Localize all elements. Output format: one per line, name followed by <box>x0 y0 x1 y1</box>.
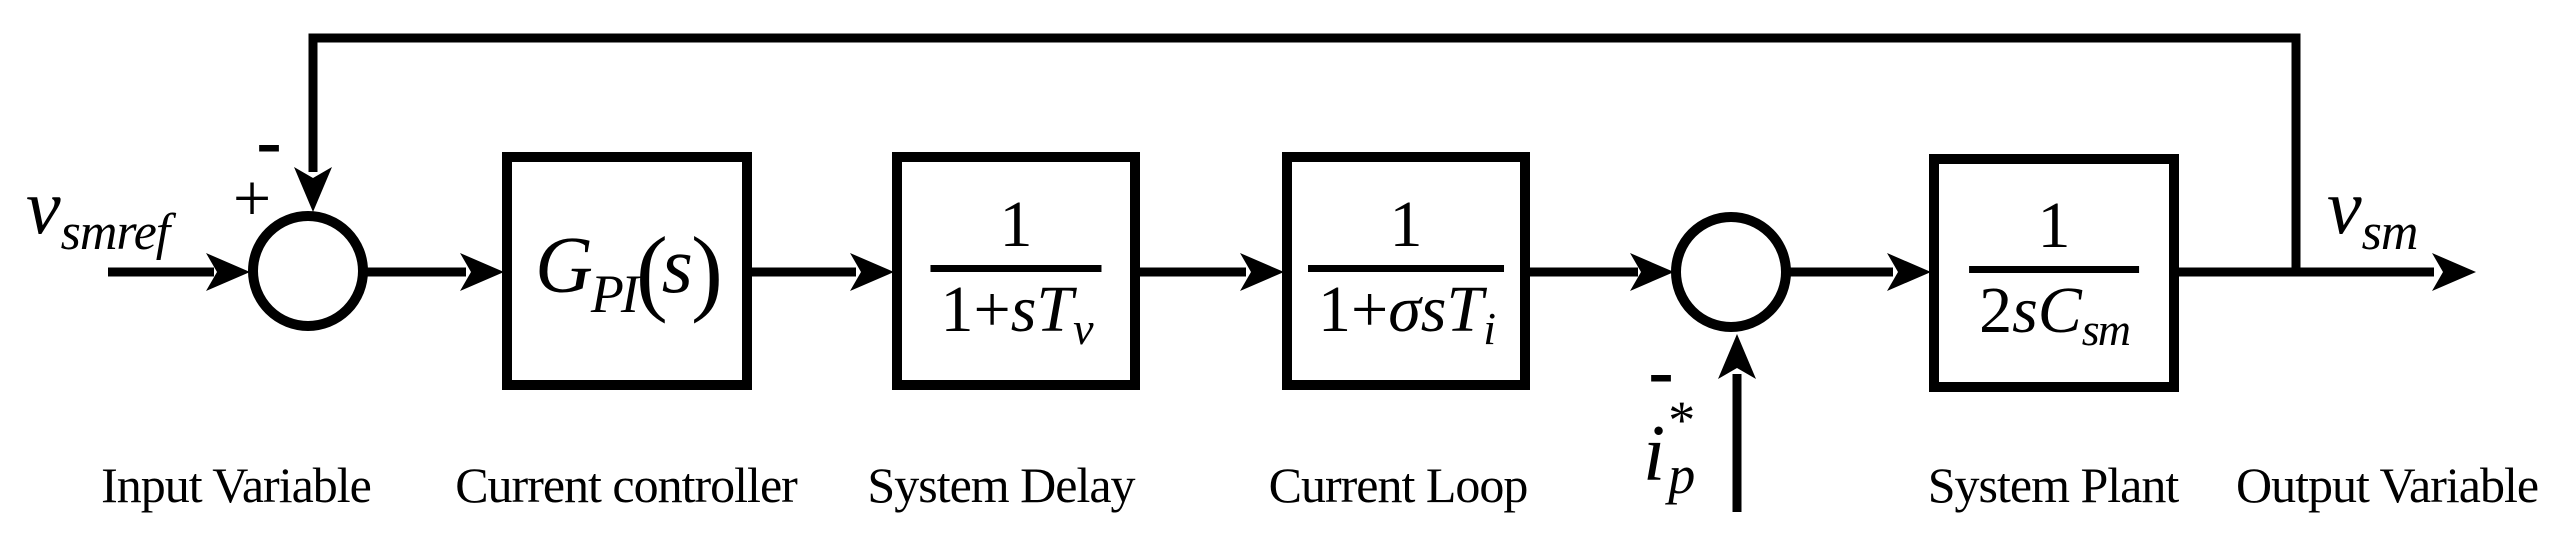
sum2-minus-sign: - <box>1648 329 1674 413</box>
output-arrowhead-icon <box>2432 253 2476 291</box>
formula-system-delay-numerator: 1 <box>999 188 1033 261</box>
den-prefix: 1+ <box>940 273 1011 346</box>
caption-output-variable: Output Variable <box>2235 457 2539 513</box>
output-signal-subscript: sm <box>2361 204 2419 261</box>
input-signal-label: vsmref <box>26 168 171 261</box>
caption-current-loop: Current Loop <box>1268 457 1529 513</box>
den-variable: σsT <box>1388 273 1484 346</box>
output-signal-base: v <box>2327 163 2362 250</box>
formula-gpi-base: G <box>535 222 593 310</box>
feedback-line <box>308 33 2301 272</box>
block2-to-block3-arrowhead-icon <box>1240 253 1284 291</box>
feedback-arrowhead-icon <box>294 167 332 212</box>
formula-gpi-subscript: PI <box>590 264 639 324</box>
block3-to-sum2-arrowhead-icon <box>1630 253 1674 291</box>
formula-system-delay-denominator: 1+sTv <box>940 277 1093 354</box>
block-current-controller <box>502 152 752 390</box>
input-arrowhead-icon <box>206 253 250 291</box>
formula-system-delay: 1 1+sTv <box>930 188 1102 354</box>
formula-system-plant-denominator: 2sCsm <box>1979 278 2131 355</box>
disturbance-signal-label: i * p <box>1643 390 1696 505</box>
caption-current-controller: Current controller <box>455 457 798 513</box>
disturbance-subscript: p <box>1668 444 1696 505</box>
caption-system-delay: System Delay <box>867 457 1135 513</box>
disturbance-arrowhead-icon <box>1718 334 1756 379</box>
input-signal-base: v <box>26 163 61 250</box>
caption-input-variable: Input Variable <box>101 457 372 513</box>
block-system-plant <box>1929 154 2179 392</box>
sum2-to-block4-arrowhead-icon <box>1887 253 1931 291</box>
block-system-delay <box>892 152 1140 390</box>
fraction-bar <box>930 265 1102 272</box>
formula-gpi-close-paren: ) <box>690 217 723 324</box>
sum1-to-block1-arrowhead-icon <box>460 253 504 291</box>
output-signal-label: vsm <box>2327 168 2419 261</box>
formula-current-loop-numerator: 1 <box>1389 188 1423 261</box>
formula-system-plant: 1 2sCsm <box>1969 189 2139 355</box>
fraction-bar <box>1969 266 2139 273</box>
den-prefix: 2 <box>1979 274 2013 347</box>
block1-to-block2-arrowhead-icon <box>850 253 894 291</box>
formula-current-controller: GPI(s) <box>535 222 723 324</box>
disturbance-signal-base: i <box>1643 410 1666 498</box>
formula-gpi-open-paren: ( <box>635 217 668 324</box>
disturbance-superscript-star: * <box>1668 390 1696 450</box>
block-current-loop <box>1282 152 1530 390</box>
den-subscript: sm <box>2081 304 2131 355</box>
den-variable: sC <box>2012 274 2082 347</box>
disturbance-sub-sup-stack: * p <box>1668 390 1696 505</box>
formula-system-plant-numerator: 1 <box>2037 189 2071 262</box>
caption-system-plant: System Plant <box>1927 457 2180 513</box>
sum1-circle <box>248 211 368 331</box>
input-signal-subscript: smref <box>60 204 171 261</box>
formula-current-loop-denominator: 1+σsTi <box>1318 277 1496 354</box>
fraction-bar <box>1308 265 1504 272</box>
sum2-circle <box>1671 212 1791 332</box>
den-subscript: v <box>1073 303 1093 354</box>
formula-current-loop: 1 1+σsTi <box>1308 188 1504 354</box>
den-variable: sT <box>1010 273 1074 346</box>
sum1-plus-sign: + <box>232 160 272 236</box>
den-subscript: i <box>1483 303 1496 354</box>
formula-gpi-s: s <box>661 222 693 310</box>
den-prefix: 1+ <box>1318 273 1389 346</box>
sum1-minus-sign: - <box>256 99 282 183</box>
